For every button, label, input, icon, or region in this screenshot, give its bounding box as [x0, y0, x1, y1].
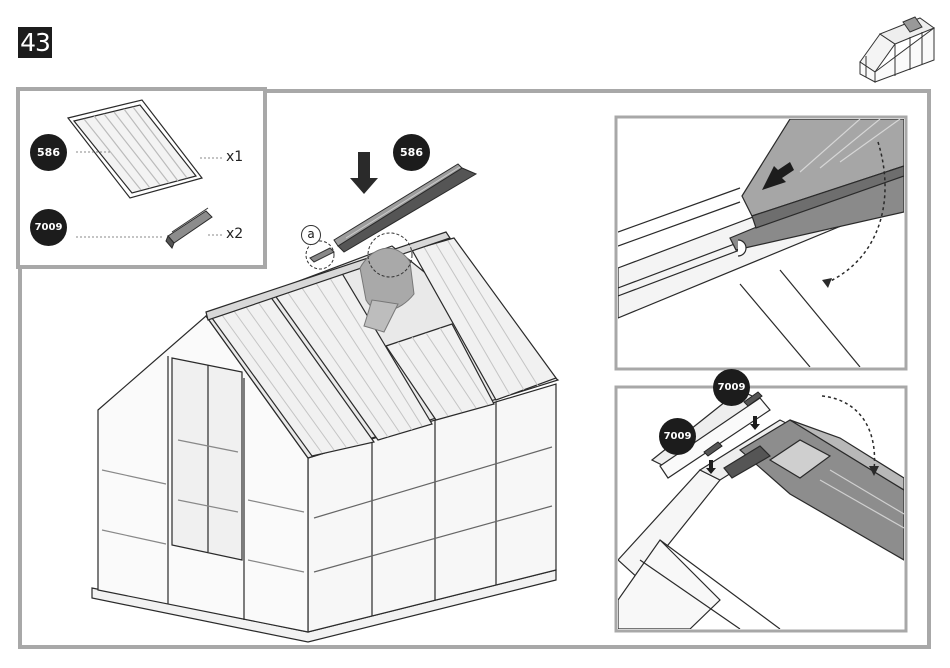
detail-badge-7009-left: 7009 [659, 418, 696, 455]
greenhouse-thumbnail-icon [860, 17, 934, 82]
clip-detail-a [310, 248, 334, 262]
part-badge-7009: 7009 [30, 209, 67, 246]
down-arrow-icon [350, 152, 378, 194]
callout-label-a: a [301, 225, 321, 245]
part-quantity-7009: x2 [226, 226, 243, 242]
part-quantity-586: x1 [226, 149, 243, 165]
detail-badge-7009-top: 7009 [713, 369, 750, 406]
step-number: 43 [18, 27, 52, 58]
main-badge-586: 586 [393, 134, 430, 171]
part-badge-586: 586 [30, 134, 67, 171]
greenhouse-drawing [92, 232, 558, 642]
